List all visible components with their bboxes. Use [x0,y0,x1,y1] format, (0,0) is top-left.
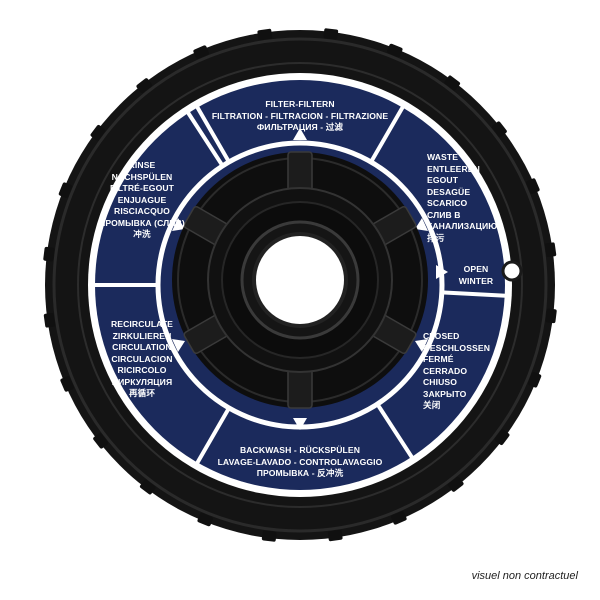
rim-lug [544,242,557,258]
label-rinse: RINSE NACHSPÜLEN FILTRÉ-EGOUT ENJUAGUE R… [99,160,185,239]
rim-lug [387,43,403,58]
rim-lug [90,124,106,141]
caption: visuel non contractuel [471,570,578,582]
label-recirculate: RECIRCULATE ZIRKULIEREN CIRCULATION CIRC… [110,319,174,398]
rim-lug [491,121,507,138]
rim-notch [501,260,523,282]
marker-closed-arrow [415,339,428,352]
rim-lug [43,246,55,262]
sector-divider [186,111,225,167]
rim-lug [139,479,156,495]
marker-filter-arrow [293,128,307,140]
rim-lug [193,45,209,59]
label-waste: WASTE ENTLEEREN EGOUT DESAGÜE SCARICO СЛ… [427,152,498,243]
rim-lug [527,372,542,388]
rim-lug [447,476,464,492]
marker-recirculate-arrow [172,339,185,352]
handle-body [172,151,428,409]
rim-lug [58,182,73,198]
rim-lug [197,512,213,527]
rim-lug [391,511,407,525]
rim-lug [93,432,109,449]
marker-backwash-arrow [293,418,307,430]
rim-lug [444,75,461,91]
center-hole [252,232,348,328]
rim-lug [136,78,153,94]
rim-lug [327,529,343,542]
sector-dividers [94,105,506,465]
sector-divider [375,403,414,459]
handle-spoke [287,367,313,409]
rim-lug [261,530,277,542]
marker-open-winter-arrow [436,265,448,279]
label-closed: CLOSED GESCHLOSSEN FERMÉ CERRADO CHIUSO … [423,331,490,410]
sector-divider [369,105,405,164]
sector-divider [441,290,506,298]
rim-lug [494,429,510,446]
rim-lug [60,376,74,392]
sector-divider [195,105,231,164]
label-open-winter: OPEN WINTER [458,264,494,286]
rim-lug [526,178,540,194]
label-filter: FILTER-FILTERN FILTRATION - FILTRACION -… [211,99,389,132]
sector-divider [195,406,231,465]
rim-lug [323,28,339,40]
marker-rinse-arrow [172,218,185,231]
rim-lug [257,28,273,41]
label-backwash: BACKWASH - RÜCKSPÜLEN LAVAGE-LAVADO - CO… [217,445,383,478]
position-markers [172,128,448,430]
marker-waste-arrow [415,218,428,231]
rim-lug [43,312,56,328]
rim-lug [545,308,557,324]
handle-spoke [287,151,313,193]
